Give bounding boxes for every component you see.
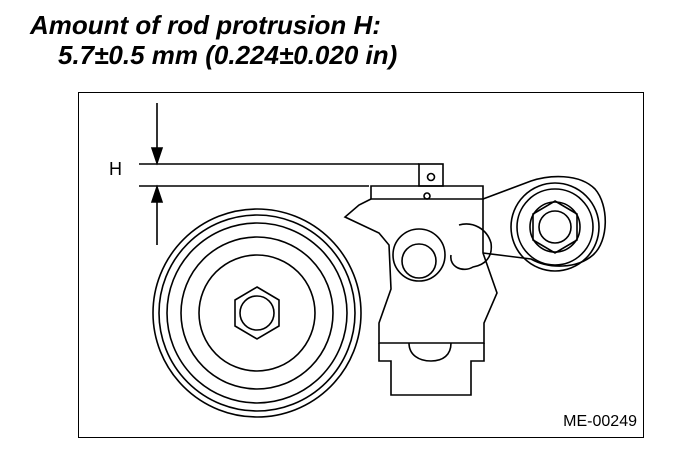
rod-tip	[418, 163, 444, 187]
right-pulley	[510, 182, 600, 272]
tensioner-drawing	[139, 103, 606, 418]
center-idler	[392, 228, 446, 282]
dimension-h-label: H	[109, 159, 122, 179]
spec-title: Amount of rod protrusion H:	[30, 10, 381, 40]
bottom-bracket	[378, 342, 485, 396]
spec-value: 5.7±0.5 mm (0.224±0.020 in)	[58, 40, 398, 70]
tensioner-diagram: H ME-00249	[78, 92, 644, 438]
main-pulley	[152, 208, 362, 418]
figure-id: ME-00249	[563, 413, 637, 430]
tensioner-body	[343, 175, 606, 344]
dimension-h-marker	[139, 103, 419, 245]
spec-heading: Amount of rod protrusion H: 5.7±0.5 mm (…	[30, 10, 397, 70]
